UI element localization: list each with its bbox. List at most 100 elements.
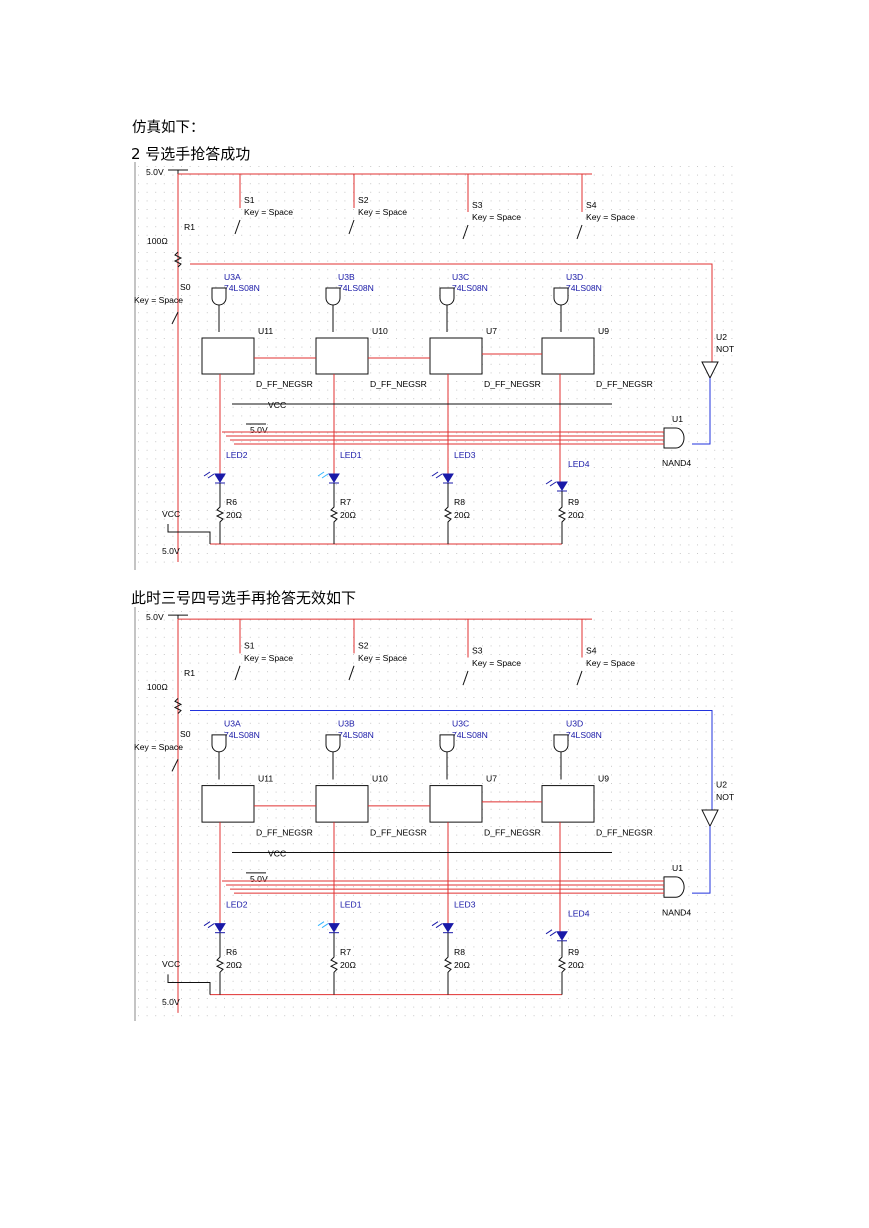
and-gate-2-symbol: [325, 734, 341, 753]
resistor-3-symbol: [443, 483, 453, 544]
flipflop-u9: [541, 785, 595, 823]
and-gate-u3b-part: 74LS08N: [338, 730, 374, 740]
switch-s1-label: S1: [244, 641, 255, 651]
switch-s3-key: Key = Space: [472, 212, 521, 222]
switch-s2-key: Key = Space: [358, 207, 407, 217]
s0-label: S0: [180, 282, 191, 292]
switch-s3-contact: [462, 224, 469, 240]
and-gate-3-symbol: [439, 734, 455, 753]
flipflop-u7: [429, 337, 483, 375]
flipflop-u10-label: U10: [372, 326, 388, 336]
led-led2-label: LED2: [226, 450, 248, 460]
vcc-bottom-wire: [167, 974, 211, 995]
not-out: [692, 378, 711, 445]
switch-s1-contact: [234, 219, 241, 235]
flipflop-u7: [429, 785, 483, 823]
switch-s3-key: Key = Space: [472, 658, 521, 668]
led-1-rays: [203, 921, 215, 929]
flipflop-u7-part: D_FF_NEGSR: [484, 379, 541, 389]
led-3-diode: [442, 923, 454, 933]
flipflop-u11-part: D_FF_NEGSR: [256, 827, 313, 837]
resistor-r9-label: R9: [568, 947, 579, 957]
flipflop-u10-part: D_FF_NEGSR: [370, 827, 427, 837]
flipflop-u9-label: U9: [598, 774, 609, 784]
r1-resistor: [173, 697, 183, 714]
vcc-bottom-value: 5.0V: [162, 546, 180, 556]
r1-label: R1: [184, 668, 195, 678]
flipflop-u10: [315, 337, 369, 375]
vcc-bottom-label: VCC: [162, 959, 180, 969]
nand-gate-part: NAND4: [662, 458, 691, 468]
and-gate-u3c-part: 74LS08N: [452, 283, 488, 293]
nand-gate-part: NAND4: [662, 907, 691, 917]
flipflop-u11-label: U11: [258, 326, 273, 336]
nand-gate-label: U1: [672, 414, 683, 424]
and-gate-u3a-part: 74LS08N: [224, 730, 260, 740]
flipflop-u10: [315, 785, 369, 823]
resistor-2-symbol: [329, 483, 339, 544]
and-gate-u3d-part: 74LS08N: [566, 730, 602, 740]
led-led4-label: LED4: [568, 459, 590, 469]
resistor-r9-value: 20Ω: [568, 510, 585, 520]
and-gate-u3d-label: U3D: [566, 272, 583, 282]
flipflop-u10-label: U10: [372, 774, 388, 784]
resistor-r6-value: 20Ω: [226, 960, 243, 970]
not-gate-symbol: [701, 361, 719, 380]
and-gate-u3b-part: 74LS08N: [338, 283, 374, 293]
switch-s2-contact: [348, 219, 355, 235]
not-gate-part: NOT: [716, 344, 735, 354]
s0-key: Key = Space: [134, 295, 183, 305]
caption-later-invalid: 此时三号四号选手再抢答无效如下: [131, 589, 357, 607]
switch-s4-label: S4: [586, 646, 597, 656]
resistor-r7-value: 20Ω: [340, 960, 357, 970]
switch-s3-contact: [462, 670, 469, 686]
flipflop-u7-part: D_FF_NEGSR: [484, 827, 541, 837]
led-4-rays: [545, 929, 557, 937]
vcc-bottom-label: VCC: [162, 509, 180, 519]
led-1-rays: [203, 471, 215, 479]
s0-switch: [171, 311, 179, 325]
not-gate-symbol: [701, 809, 719, 828]
and-gate-u3c-label: U3C: [452, 719, 469, 729]
and-gate-1-symbol: [211, 734, 227, 753]
flipflop-u11: [201, 337, 255, 375]
vcc-bottom-value: 5.0V: [162, 997, 180, 1007]
and-gate-u3a-part: 74LS08N: [224, 283, 260, 293]
led-led1-label: LED1: [340, 450, 362, 460]
and-gate-u3b-label: U3B: [338, 272, 355, 282]
and-gate-1-symbol: [211, 287, 227, 306]
led-4-rays: [545, 479, 557, 487]
led-4-diode: [556, 931, 568, 941]
vcc-mid-label: VCC: [268, 400, 286, 410]
switch-s1-key: Key = Space: [244, 207, 293, 217]
flipflop-u11-label: U11: [258, 774, 273, 784]
led-3-diode: [442, 473, 454, 483]
led-1-diode: [214, 923, 226, 933]
flipflop-u9-label: U9: [598, 326, 609, 336]
led-4-diode: [556, 481, 568, 491]
switch-s2-contact: [348, 665, 355, 681]
and-gate-u3c-part: 74LS08N: [452, 730, 488, 740]
resistor-r8-value: 20Ω: [454, 960, 471, 970]
switch-s4-contact: [576, 670, 583, 686]
nand-gate-symbol: [663, 876, 685, 898]
resistor-r9-label: R9: [568, 497, 579, 507]
led-2-diode: [328, 473, 340, 483]
resistor-4-symbol: [557, 491, 567, 544]
s0-label: S0: [180, 729, 191, 739]
led-2-rays: [317, 471, 329, 479]
control-bus: [190, 710, 713, 821]
and-gate-4-symbol: [553, 734, 569, 753]
switch-s2-label: S2: [358, 195, 369, 205]
resistor-3-symbol: [443, 932, 453, 995]
led-3-rays: [431, 921, 443, 929]
switch-s2-key: Key = Space: [358, 653, 407, 663]
resistor-r8-label: R8: [454, 947, 465, 957]
flipflop-u9: [541, 337, 595, 375]
not-gate-label: U2: [716, 780, 727, 790]
resistor-r8-label: R8: [454, 497, 465, 507]
flipflop-u9-part: D_FF_NEGSR: [596, 827, 653, 837]
resistor-r7-label: R7: [340, 947, 351, 957]
